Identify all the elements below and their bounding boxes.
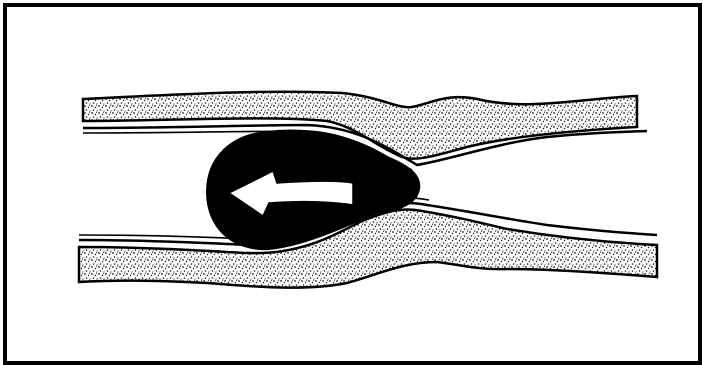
figure-frame <box>3 3 702 365</box>
lower-wall <box>79 209 657 287</box>
peristalsis-diagram <box>7 7 698 361</box>
